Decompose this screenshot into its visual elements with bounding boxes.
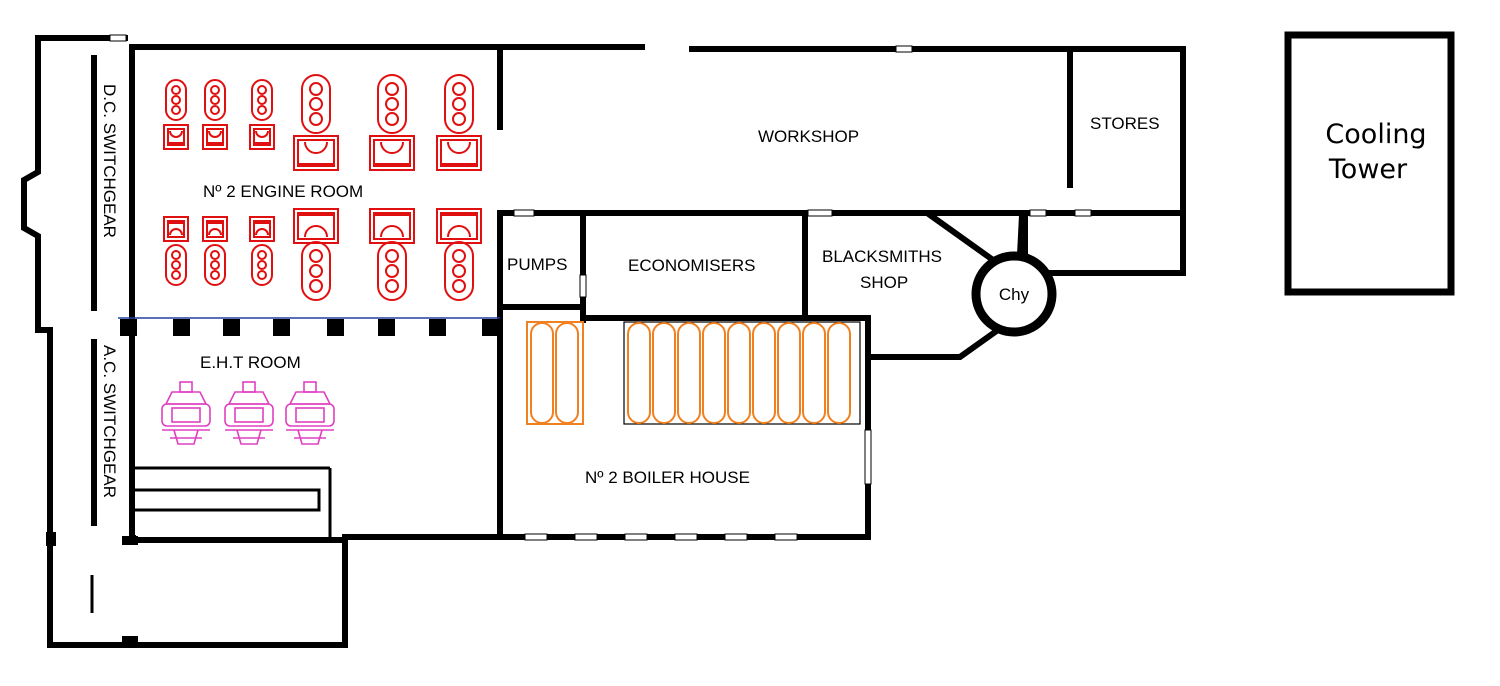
engine-top [163,79,189,150]
eht-transformer [285,381,335,445]
boiler [530,322,554,424]
engine-bottom [293,208,339,301]
engine-top [249,79,275,150]
pillar [223,319,240,336]
boiler [677,322,701,424]
door-block [122,636,138,645]
building-walls [21,35,1186,648]
boiler [555,322,579,424]
chimney-circle [971,251,1057,337]
door-block [122,536,138,545]
eht-transformer [161,381,211,445]
window [624,533,648,541]
eht-transformers [161,381,335,445]
window [774,533,798,541]
engine-room-label: Nº 2 ENGINE ROOM [203,182,363,201]
engine-bottom [163,216,189,286]
windows [46,34,1092,645]
boiler [627,322,651,424]
stores-label: STORES [1090,114,1160,133]
boiler [777,322,801,424]
pillar [173,319,190,336]
economisers-label: ECONOMISERS [628,256,756,275]
window [895,45,913,53]
switch-bench [131,488,321,512]
window [513,209,535,217]
engine-top [293,74,339,171]
pillar [327,319,344,336]
window [674,533,698,541]
cooling-tower-label-2: Tower [1328,154,1408,185]
chimney-wall [1016,211,1026,259]
engine-bottom [369,208,415,301]
boiler [752,322,776,424]
annex-wall [1022,212,1186,276]
room-labels: D.C. SWITCHGEAR A.C. SWITCHGEAR Nº 2 ENG… [100,84,1160,498]
cooling-tower-outline [1284,31,1455,296]
cooling-tower: Cooling Tower [1284,31,1455,296]
engine-bottom [202,216,228,286]
blacksmiths-label-1: BLACKSMITHS [822,247,942,266]
boiler-bank-frame [623,321,861,425]
blacksmiths-label-2: SHOP [860,273,908,292]
boiler [802,322,826,424]
window [1074,209,1092,217]
eht-room-label: E.H.T ROOM [200,353,301,372]
window [524,533,548,541]
eht-transformer [224,381,274,445]
workshop-label: WORKSHOP [758,127,859,146]
pillar [429,319,446,336]
pillars [120,319,499,336]
engines [163,74,482,301]
engine-top [436,74,482,171]
chimney-label: Chy [999,285,1030,304]
boiler [727,322,751,424]
pillar [378,319,395,336]
engine-bottom [436,208,482,301]
pillar [273,319,290,336]
boiler [652,322,676,424]
window [807,209,833,217]
blacksmith-diagonal-a [925,210,1005,270]
engine-top [369,74,415,171]
pillar [482,319,499,336]
boiler [827,322,851,424]
window [579,274,587,298]
blacksmith-south-wall [865,315,1000,360]
outer-wall-west [21,35,503,648]
engine-bottom [249,216,275,286]
pillar [120,319,137,336]
ac-switchgear-label: A.C. SWITCHGEAR [100,345,119,498]
inner-wall-switchgear [129,44,136,541]
dc-switchgear-label: D.C. SWITCHGEAR [100,84,119,238]
boilers [526,321,861,425]
engine-top [202,79,228,150]
pumps-label: PUMPS [507,255,567,274]
window [724,533,748,541]
boiler-house-label: Nº 2 BOILER HOUSE [585,468,750,487]
boiler [702,322,726,424]
window [574,533,598,541]
window [1029,209,1047,217]
door-block [46,532,56,546]
window [864,429,872,485]
chimney: Chy [971,251,1057,337]
cooling-tower-label-1: Cooling [1325,119,1426,150]
window [109,34,127,42]
